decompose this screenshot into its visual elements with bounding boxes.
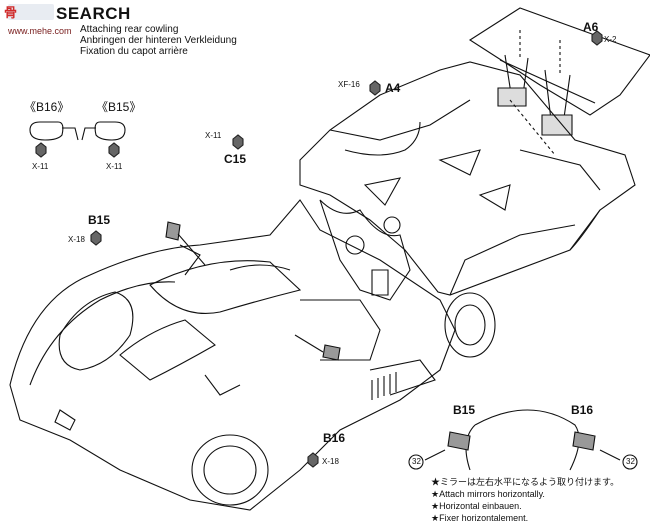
page-title: SEARCH bbox=[56, 4, 131, 23]
detail-label-32-left: 32 bbox=[412, 457, 421, 466]
part-label-xf16: XF-16 bbox=[338, 80, 360, 89]
instruction-en: Attaching rear cowling bbox=[80, 24, 179, 35]
part-label-a6: A6 bbox=[583, 20, 599, 34]
car-body-drawing bbox=[10, 200, 495, 510]
part-label-x18-lower: X-18 bbox=[322, 457, 339, 466]
note-de: ★Horizontal einbauen. bbox=[431, 501, 522, 511]
part-label-x11-left: X-11 bbox=[32, 162, 49, 171]
part-label-c15: C15 bbox=[224, 152, 247, 166]
watermark-url: www.mehe.com bbox=[8, 26, 72, 36]
mirror-part-icons bbox=[30, 122, 125, 140]
part-label-b16-ref: 《B16》 bbox=[24, 100, 70, 114]
part-label-b15: B15 bbox=[88, 213, 111, 227]
instruction-de: Anbringen der hinteren Verkleidung bbox=[80, 35, 237, 46]
part-label-x11-cowl: X-11 bbox=[205, 131, 222, 140]
mirror-detail-drawing bbox=[409, 410, 637, 470]
detail-label-b15: B15 bbox=[453, 403, 476, 417]
note-ja: ★ミラーは左右水平になるよう取り付けます。 bbox=[431, 477, 620, 487]
detail-label-b16: B16 bbox=[571, 403, 594, 417]
rear-cowling-drawing bbox=[300, 62, 635, 295]
part-label-x18-upper: X-18 bbox=[68, 235, 85, 244]
part-label-a4: A4 bbox=[385, 81, 401, 95]
part-label-b16: B16 bbox=[323, 431, 346, 445]
watermark-logo: 骨 bbox=[4, 5, 18, 20]
step-number-badge bbox=[8, 4, 54, 20]
screws bbox=[36, 31, 602, 467]
part-label-b15-ref: 《B15》 bbox=[96, 100, 142, 114]
mirrors-on-car-drawing bbox=[166, 222, 340, 360]
instruction-fr: Fixation du capot arrière bbox=[80, 46, 188, 57]
part-label-x11-right: X-11 bbox=[106, 162, 123, 171]
note-fr: ★Fixer horizontalement. bbox=[431, 513, 529, 523]
rear-wing-drawing bbox=[470, 8, 650, 135]
part-label-x2: X-2 bbox=[604, 35, 617, 44]
note-en: ★Attach mirrors horizontally. bbox=[431, 489, 545, 499]
detail-label-32-right: 32 bbox=[626, 457, 635, 466]
